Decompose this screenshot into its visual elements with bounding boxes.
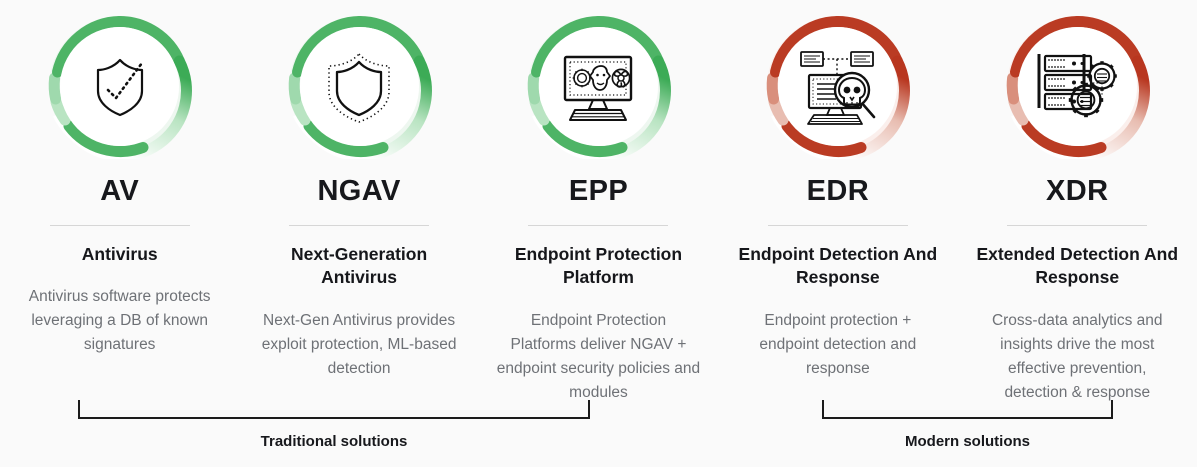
column-divider [49,225,190,226]
acronym-label: EDR [806,175,870,207]
solution-column-edr[interactable]: EDR Endpoint Detection And Response Endp… [718,14,957,405]
column-divider [289,225,430,226]
description-text: Antivirus software protects leveraging a… [28,288,211,354]
progress-ring-edr [765,14,911,159]
icon-container-av [60,27,180,146]
icon-container-epp [538,27,658,146]
solution-column-av[interactable]: AV Antivirus Antivirus software protects… [0,14,239,405]
full-name-label: Antivirus [81,244,158,264]
bracket-label-modern: Modern solutions [905,433,1030,450]
desktop-malware-icon [564,55,633,121]
column-divider [1007,225,1148,226]
full-name-label: Endpoint Detection And Response [738,244,938,288]
desktop-skull-magnifier-icon [799,50,876,125]
full-name-label: Next-Generation Antivirus [291,244,428,288]
icon-container-xdr [1017,27,1137,146]
solution-column-epp[interactable]: EPP Endpoint Protection Platform Endpoin… [479,14,718,405]
shield-check-icon [96,58,143,116]
full-name-label: Extended Detection And Response [976,244,1179,288]
progress-ring-xdr [1005,14,1150,159]
progress-ring-ngav [287,14,432,159]
bracket-modern-solutions [822,400,1113,419]
icon-container-ngav [299,27,419,146]
solution-column-ngav[interactable]: NGAV Next-Generation Antivirus Next-Gen … [239,14,478,405]
description-text: Endpoint protection + endpoint detection… [759,311,917,377]
acronym-label: XDR [1046,175,1109,207]
solution-column-xdr[interactable]: XDR Extended Detection And Response Cros… [958,14,1197,405]
ring-arc-green [48,16,193,159]
acronym-label: NGAV [317,175,401,207]
column-divider [767,225,908,226]
ring-arc-red [767,16,911,159]
description-text: Endpoint Protection Platforms deliver NG… [496,311,701,401]
progress-ring-av [47,14,193,159]
icon-container-edr [778,27,898,146]
ring-arc-green [288,16,432,159]
acronym-label: EPP [568,175,629,207]
acronym-label: AV [100,175,140,207]
shield-dotted-icon [328,52,390,123]
ring-arc-red [1006,16,1150,159]
progress-ring-epp [526,14,671,159]
column-divider [528,225,669,226]
solution-columns: AV Antivirus Antivirus software protects… [0,14,1197,405]
bracket-traditional-solutions [78,400,590,419]
full-name-label: Endpoint Protection Platform [514,244,683,288]
description-text: Next-Gen Antivirus provides exploit prot… [261,311,457,377]
bracket-label-traditional: Traditional solutions [260,433,408,450]
server-rack-gears-icon [1037,53,1118,117]
ring-arc-green [527,16,671,159]
description-text: Cross-data analytics and insights drive … [991,311,1163,401]
